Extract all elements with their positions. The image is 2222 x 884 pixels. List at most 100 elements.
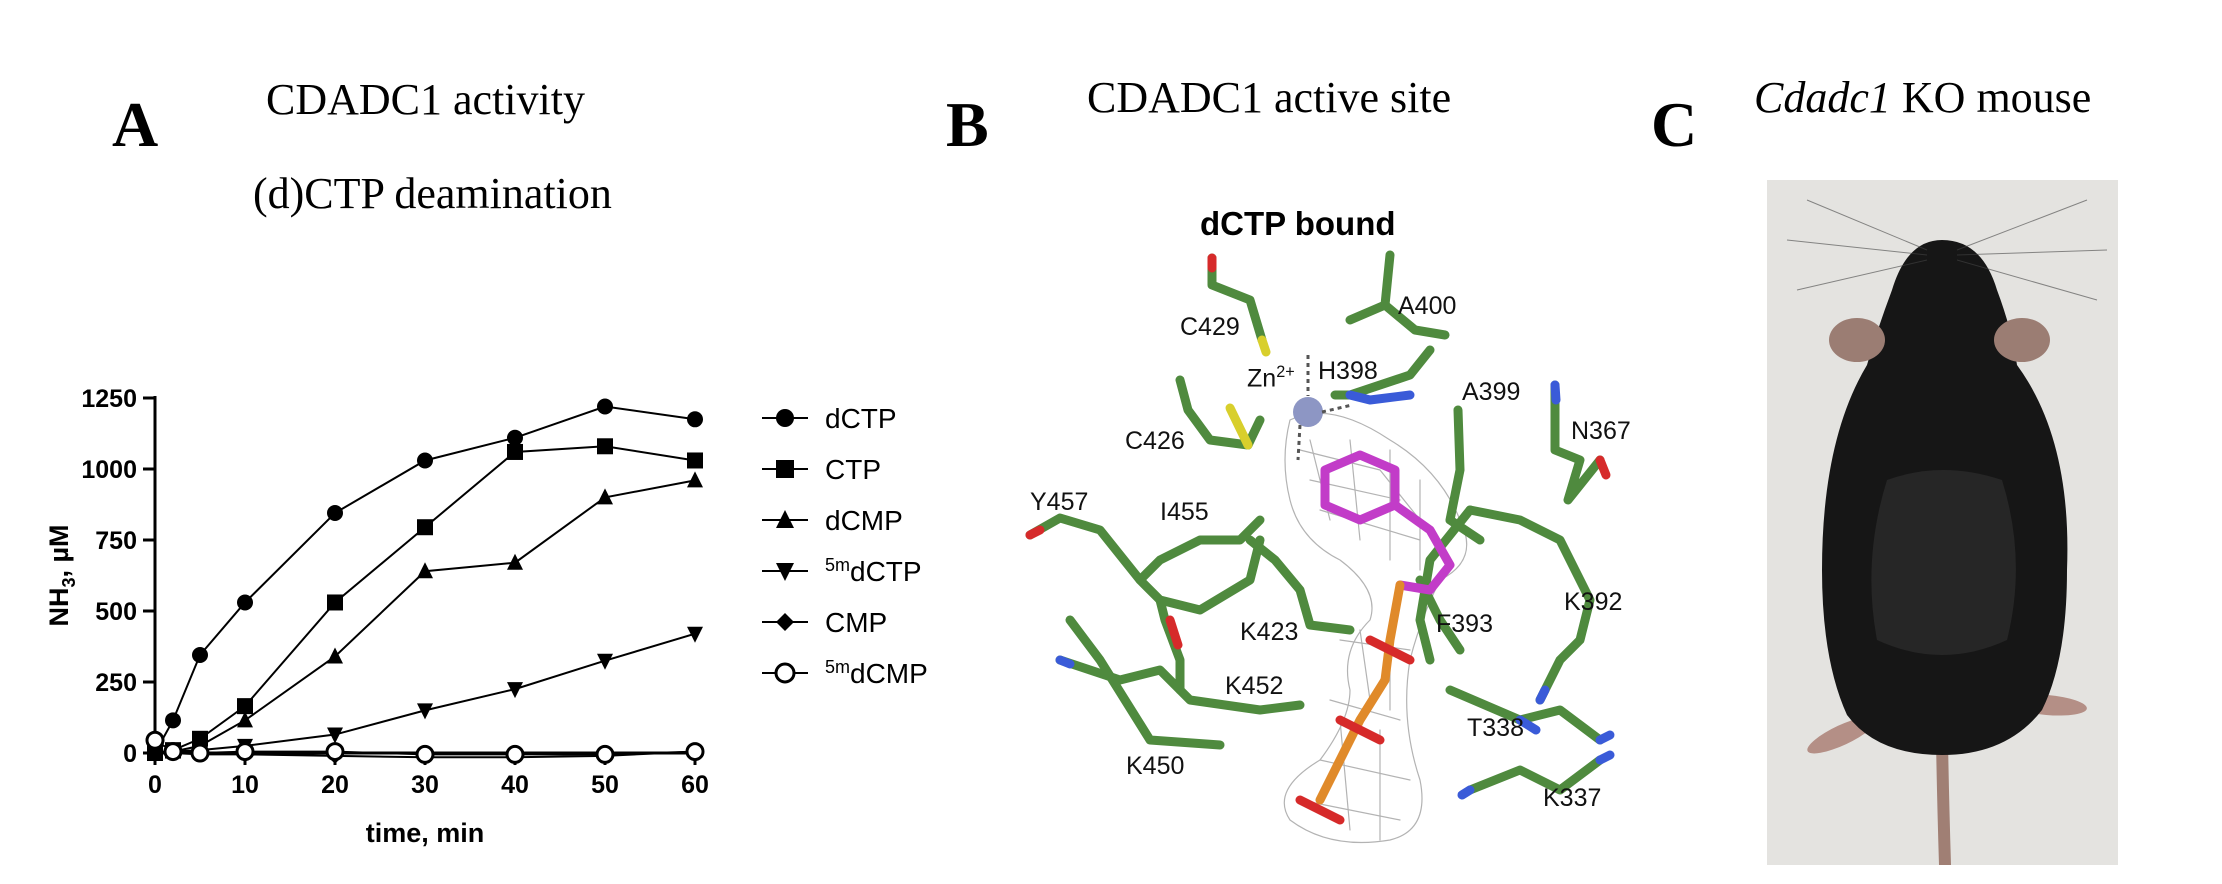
data-point-diamond [776, 613, 794, 631]
data-point-square [776, 460, 794, 478]
data-point-square [417, 519, 433, 536]
gene-name: Cdadc1 [1754, 73, 1891, 122]
label-k423: K423 [1240, 618, 1299, 646]
y-tick-label: 750 [95, 527, 137, 555]
legend-label: CTP [825, 454, 881, 485]
label-t338: T338 [1467, 714, 1524, 742]
legend-item: CTP [762, 454, 881, 485]
x-tick-label: 50 [591, 771, 619, 799]
series-5m-dcmp [145, 730, 705, 764]
panel-b-title: CDADC1 active site [1087, 73, 1452, 122]
data-point-open-circle [685, 742, 705, 762]
data-point-diamond [147, 745, 163, 761]
x-tick-label: 10 [231, 771, 259, 799]
legend-item: 5mdCMP [762, 657, 928, 689]
zn-charge: 2+ [1276, 363, 1295, 381]
label-h398: H398 [1318, 357, 1378, 385]
x-axis-label: time, min [366, 818, 485, 848]
dctp-ligand [1295, 450, 1455, 825]
x-tick-label: 40 [501, 771, 529, 799]
data-point-triangle-up [776, 510, 794, 528]
data-point-open-circle [190, 743, 210, 763]
panel-a-subtitle: (d)CTP deamination [253, 169, 612, 218]
label-a399: A399 [1462, 378, 1521, 406]
data-point-square [327, 594, 343, 611]
label-k337: K337 [1543, 784, 1602, 812]
data-point-triangle-up [687, 471, 703, 488]
series-dctp [147, 398, 703, 761]
data-point-open-circle [325, 742, 345, 762]
legend-label: dCTP [825, 403, 897, 434]
panel-a-letter: A [112, 89, 159, 160]
data-point-circle [327, 505, 343, 522]
data-point-triangle-down [327, 727, 343, 744]
y-tick-label: 250 [95, 669, 137, 697]
y-axis-label: NH3, µM [44, 524, 79, 626]
data-point-triangle-down [507, 682, 523, 699]
label-k392: K392 [1564, 588, 1623, 616]
data-point-square [507, 443, 523, 460]
mouse-whiskers [1786, 199, 2108, 301]
x-tick-label: 30 [411, 771, 439, 799]
data-point-circle [417, 452, 433, 469]
data-point-open-circle [415, 744, 435, 764]
y-tick-label: 1000 [81, 456, 137, 484]
data-point-triangle-up [237, 711, 253, 728]
data-point-triangle-up [597, 488, 613, 505]
data-point-open-circle [145, 730, 165, 750]
label-c429: C429 [1180, 313, 1240, 341]
data-point-circle [507, 429, 523, 446]
label-k452: K452 [1225, 672, 1284, 700]
data-point-circle [687, 411, 703, 428]
label-k450: K450 [1126, 752, 1185, 780]
legend-item: CMP [762, 607, 887, 638]
data-point-square [237, 698, 253, 715]
data-point-open-circle [235, 742, 255, 762]
x-tick-label: 0 [148, 771, 162, 799]
data-point-triangle-down [417, 703, 433, 720]
panel-c-title-rest: KO mouse [1890, 73, 2092, 122]
legend-label: dCMP [825, 505, 903, 536]
data-point-open-circle [595, 744, 615, 764]
data-point-circle [776, 409, 794, 427]
coordination-bond [1296, 424, 1302, 461]
data-point-open-circle [163, 742, 183, 762]
label-y457: Y457 [1030, 488, 1089, 516]
y-tick-label: 0 [123, 740, 137, 768]
chart-series [145, 398, 705, 766]
legend-label: 5mdCTP [825, 555, 922, 587]
heteroatom-accents [1025, 253, 1615, 800]
data-point-triangle-down [597, 653, 613, 670]
x-tick-label: 60 [681, 771, 709, 799]
mouse-photo [1767, 180, 2118, 865]
data-point-open-circle [505, 744, 525, 764]
data-point-triangle-up [507, 553, 523, 570]
legend-item: dCTP [762, 403, 897, 434]
mouse-tail [1936, 734, 1951, 865]
panel-a-title: CDADC1 activity [266, 75, 585, 124]
data-point-circle [192, 647, 208, 664]
chart-legend: dCTP CTP dCMP 5mdCTP CMP 5mdCMP [762, 403, 928, 689]
structure-title: dCTP bound [1200, 205, 1396, 242]
coordination-bond [1321, 403, 1353, 414]
legend-label: 5mdCMP [825, 657, 928, 689]
data-point-circle [165, 712, 181, 729]
panel-c-letter: C [1651, 89, 1698, 160]
zn-symbol: Zn [1247, 364, 1277, 393]
x-tick-label: 20 [321, 771, 349, 799]
data-point-circle [597, 398, 613, 415]
zinc-ion [1293, 397, 1323, 427]
data-point-square [597, 438, 613, 455]
data-point-circle [237, 594, 253, 611]
data-point-triangle-down [776, 563, 794, 581]
y-tick-label: 500 [95, 598, 137, 626]
label-a400: A400 [1398, 292, 1457, 320]
mouse-ear [1829, 318, 1885, 362]
label-f393: F393 [1436, 610, 1493, 638]
data-point-square [687, 452, 703, 469]
panel-b-letter: B [946, 89, 989, 160]
legend-label: CMP [825, 607, 887, 638]
